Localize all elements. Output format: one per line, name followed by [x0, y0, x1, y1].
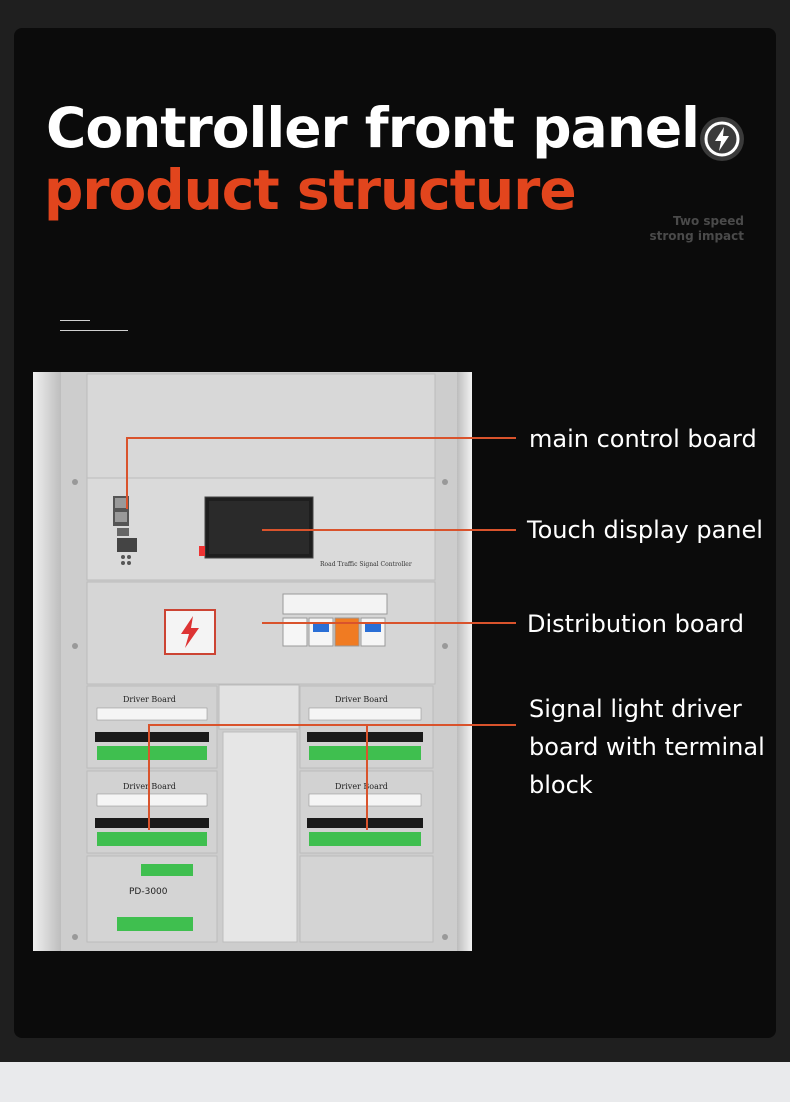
- tagline: Two speed strong impact: [649, 214, 744, 244]
- callout-driver-board-line-1: Signal light driver: [529, 695, 742, 723]
- tagline-line-1: Two speed: [673, 214, 744, 228]
- leader-line-driver-drop-left: [148, 724, 150, 830]
- lightning-bolt-icon: [700, 117, 744, 161]
- leader-line-main-control-drop: [126, 437, 128, 509]
- driver-board-label: Driver Board: [335, 782, 388, 791]
- leader-line-driver: [148, 724, 516, 726]
- callout-driver-board: Signal light driver board with terminal …: [529, 690, 765, 804]
- leader-line-main-control: [126, 437, 516, 439]
- decorative-lines: [60, 320, 128, 332]
- callout-driver-board-line-3: block: [529, 771, 593, 799]
- page-title: Controller front panel: [46, 96, 700, 160]
- leader-line-driver-drop-right: [366, 724, 368, 830]
- leader-line-distribution: [262, 622, 516, 624]
- module-label: PD-3000: [129, 887, 168, 897]
- callout-touch-display-panel: Touch display panel: [527, 516, 763, 544]
- leader-line-touch-display: [262, 529, 516, 531]
- page-subtitle: product structure: [44, 158, 577, 222]
- controller-cabinet-image: Road Traffic Signal Controller Driver Bo…: [33, 372, 472, 951]
- controller-nameplate: Road Traffic Signal Controller: [320, 561, 412, 568]
- callout-distribution-board: Distribution board: [527, 610, 744, 638]
- callout-main-control-board: main control board: [529, 425, 757, 453]
- callout-driver-board-line-2: board with terminal: [529, 733, 765, 761]
- driver-board-label: Driver Board: [123, 695, 176, 704]
- driver-board-label: Driver Board: [335, 695, 388, 704]
- tagline-line-2: strong impact: [649, 229, 744, 243]
